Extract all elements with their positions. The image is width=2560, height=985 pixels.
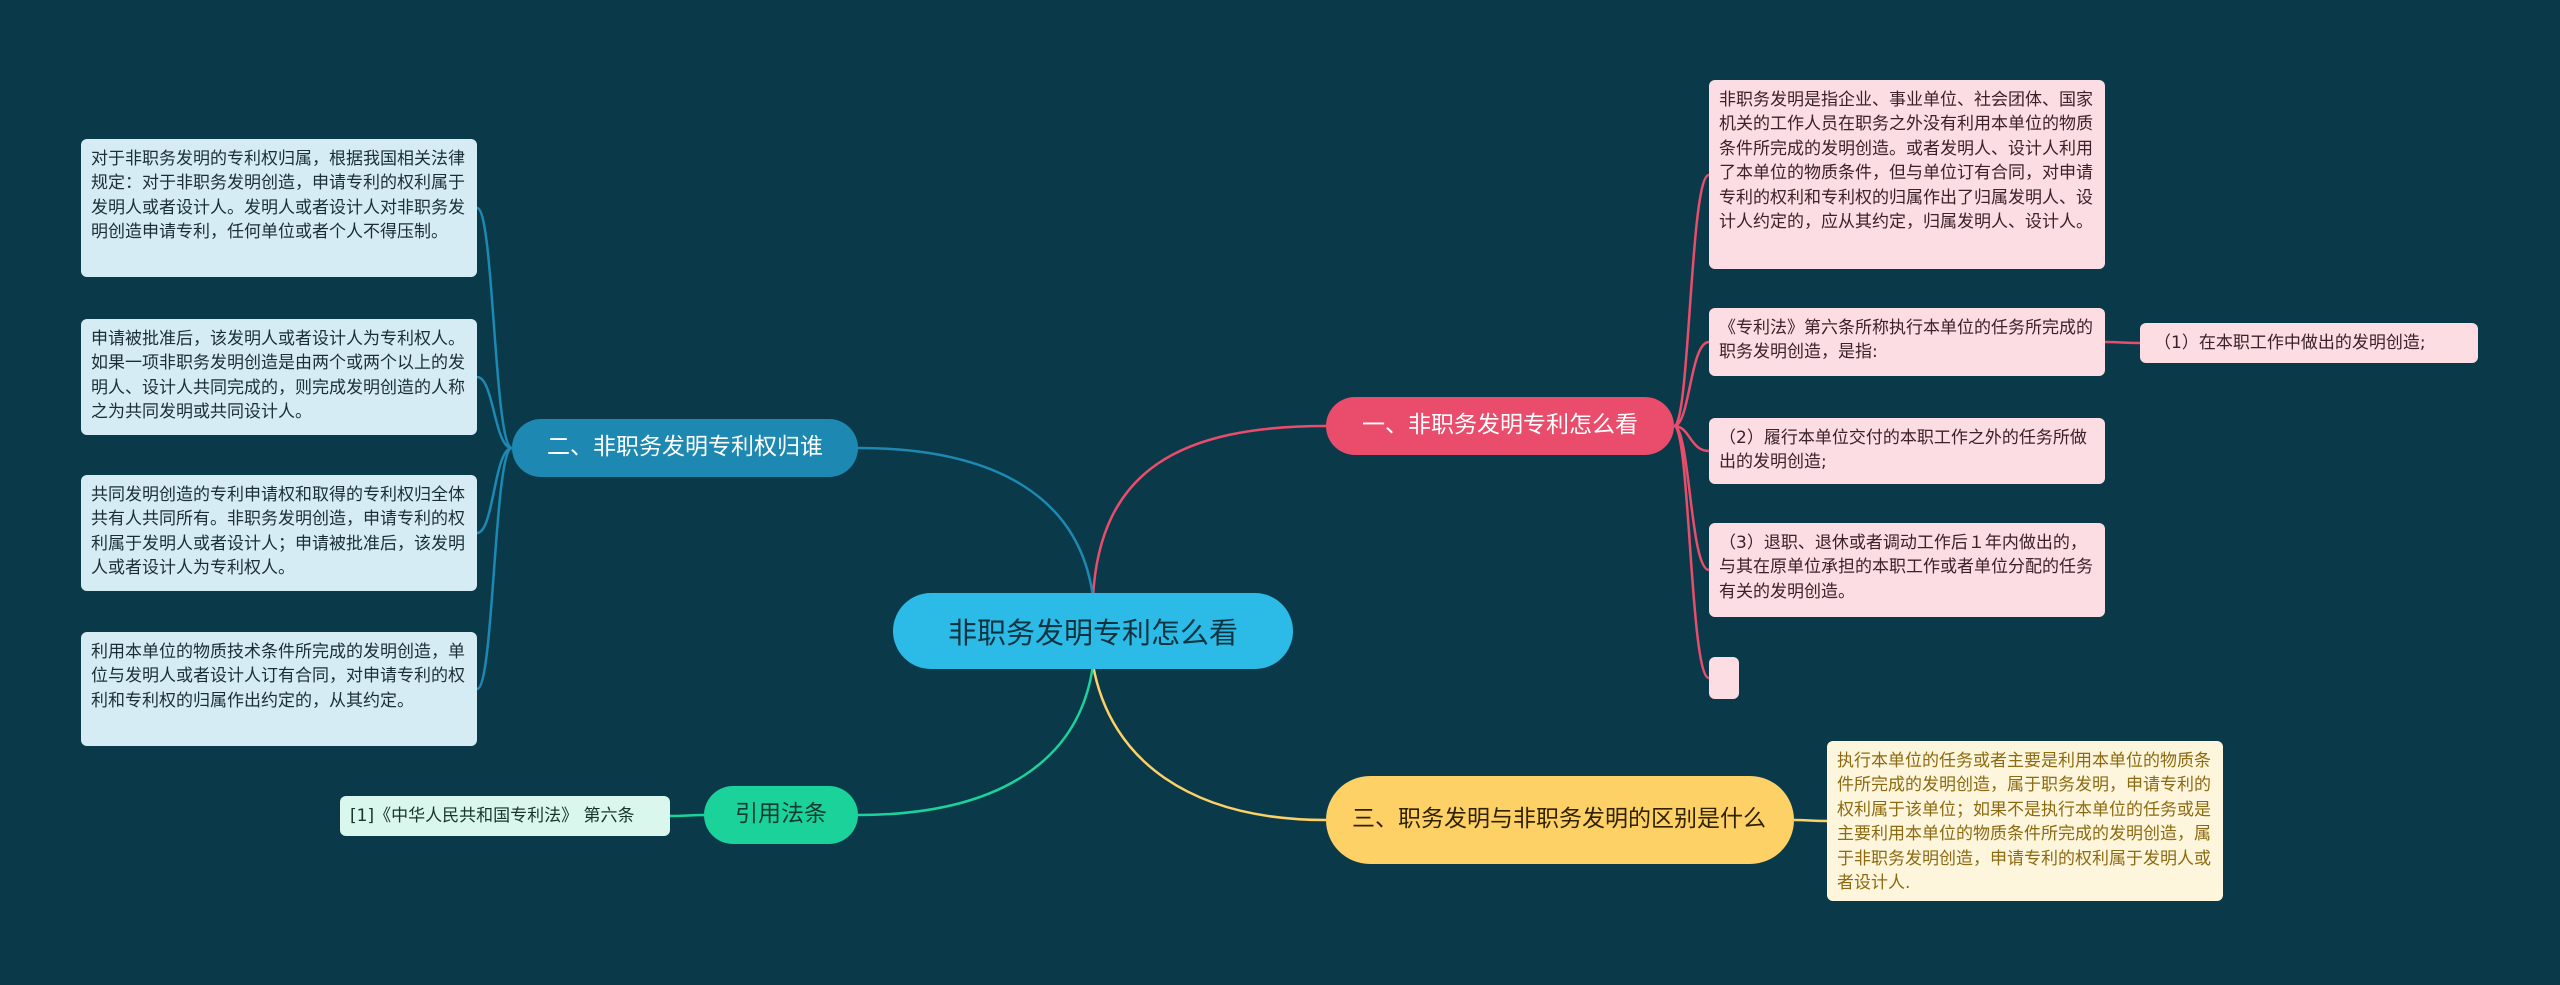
branch-node-1[interactable]: 一、非职务发明专利怎么看 <box>1326 397 1674 455</box>
leaf-node-approval[interactable]: 申请被批准后，该发明人或者设计人为专利权人。如果一项非职务发明创造是由两个或两个… <box>81 319 477 435</box>
leaf-node-joint-ownership[interactable]: 共同发明创造的专利申请权和取得的专利权归全体共有人共同所有。非职务发明创造，申请… <box>81 475 477 591</box>
link-root-b3 <box>1091 664 1327 822</box>
link-root-b4 <box>857 664 1095 817</box>
link-b3-l11 <box>1793 818 1828 823</box>
link-b1-l4 <box>1673 424 1710 453</box>
link-b1-l6 <box>1672 424 1711 680</box>
link-l2-l3 <box>2104 340 2141 345</box>
link-b1-l5 <box>1673 424 1710 572</box>
leaf-node-patent-law-article[interactable]: 《专利法》第六条所称执行本单位的任务所完成的职务发明创造，是指: <box>1709 308 2105 376</box>
link-b2-l8 <box>476 375 513 450</box>
leaf-node-ownership[interactable]: 对于非职务发明的专利权归属，根据我国相关法律规定：对于非职务发明创造，申请专利的… <box>81 139 477 277</box>
leaf-node-citation[interactable]: [1]《中华人民共和国专利法》 第六条 <box>340 796 670 836</box>
leaf-node-item-3[interactable]: （3）退职、退休或者调动工作后１年内做出的，与其在原单位承担的本职工作或者单位分… <box>1709 523 2105 617</box>
link-b2-l9 <box>476 446 513 535</box>
link-b1-l2 <box>1673 340 1710 428</box>
link-b2-l10 <box>475 446 514 691</box>
branch-node-4[interactable]: 引用法条 <box>704 786 858 844</box>
leaf-node-empty[interactable] <box>1709 657 1739 699</box>
leaf-node-item-1[interactable]: （1）在本职工作中做出的发明创造; <box>2140 323 2478 363</box>
leaf-node-contract[interactable]: 利用本单位的物质技术条件所完成的发明创造，单位与发明人或者设计人订有合同，对申请… <box>81 632 477 746</box>
leaf-node-item-2[interactable]: （2）履行本单位交付的本职工作之外的任务所做出的发明创造; <box>1709 418 2105 484</box>
root-node[interactable]: 非职务发明专利怎么看 <box>893 593 1293 669</box>
link-root-b2 <box>857 446 1095 598</box>
branch-node-2[interactable]: 二、非职务发明专利权归谁 <box>512 419 858 477</box>
leaf-node-difference[interactable]: 执行本单位的任务或者主要是利用本单位的物质条件所完成的发明创造，属于职务发明，申… <box>1827 741 2223 901</box>
link-b1-l1 <box>1672 173 1711 428</box>
link-root-b1 <box>1091 424 1327 598</box>
branch-node-3[interactable]: 三、职务发明与非职务发明的区别是什么 <box>1326 776 1794 864</box>
link-b2-l7 <box>475 206 514 450</box>
leaf-node-definition[interactable]: 非职务发明是指企业、事业单位、社会团体、国家机关的工作人员在职务之外没有利用本单… <box>1709 80 2105 269</box>
link-b4-l12 <box>669 813 705 818</box>
